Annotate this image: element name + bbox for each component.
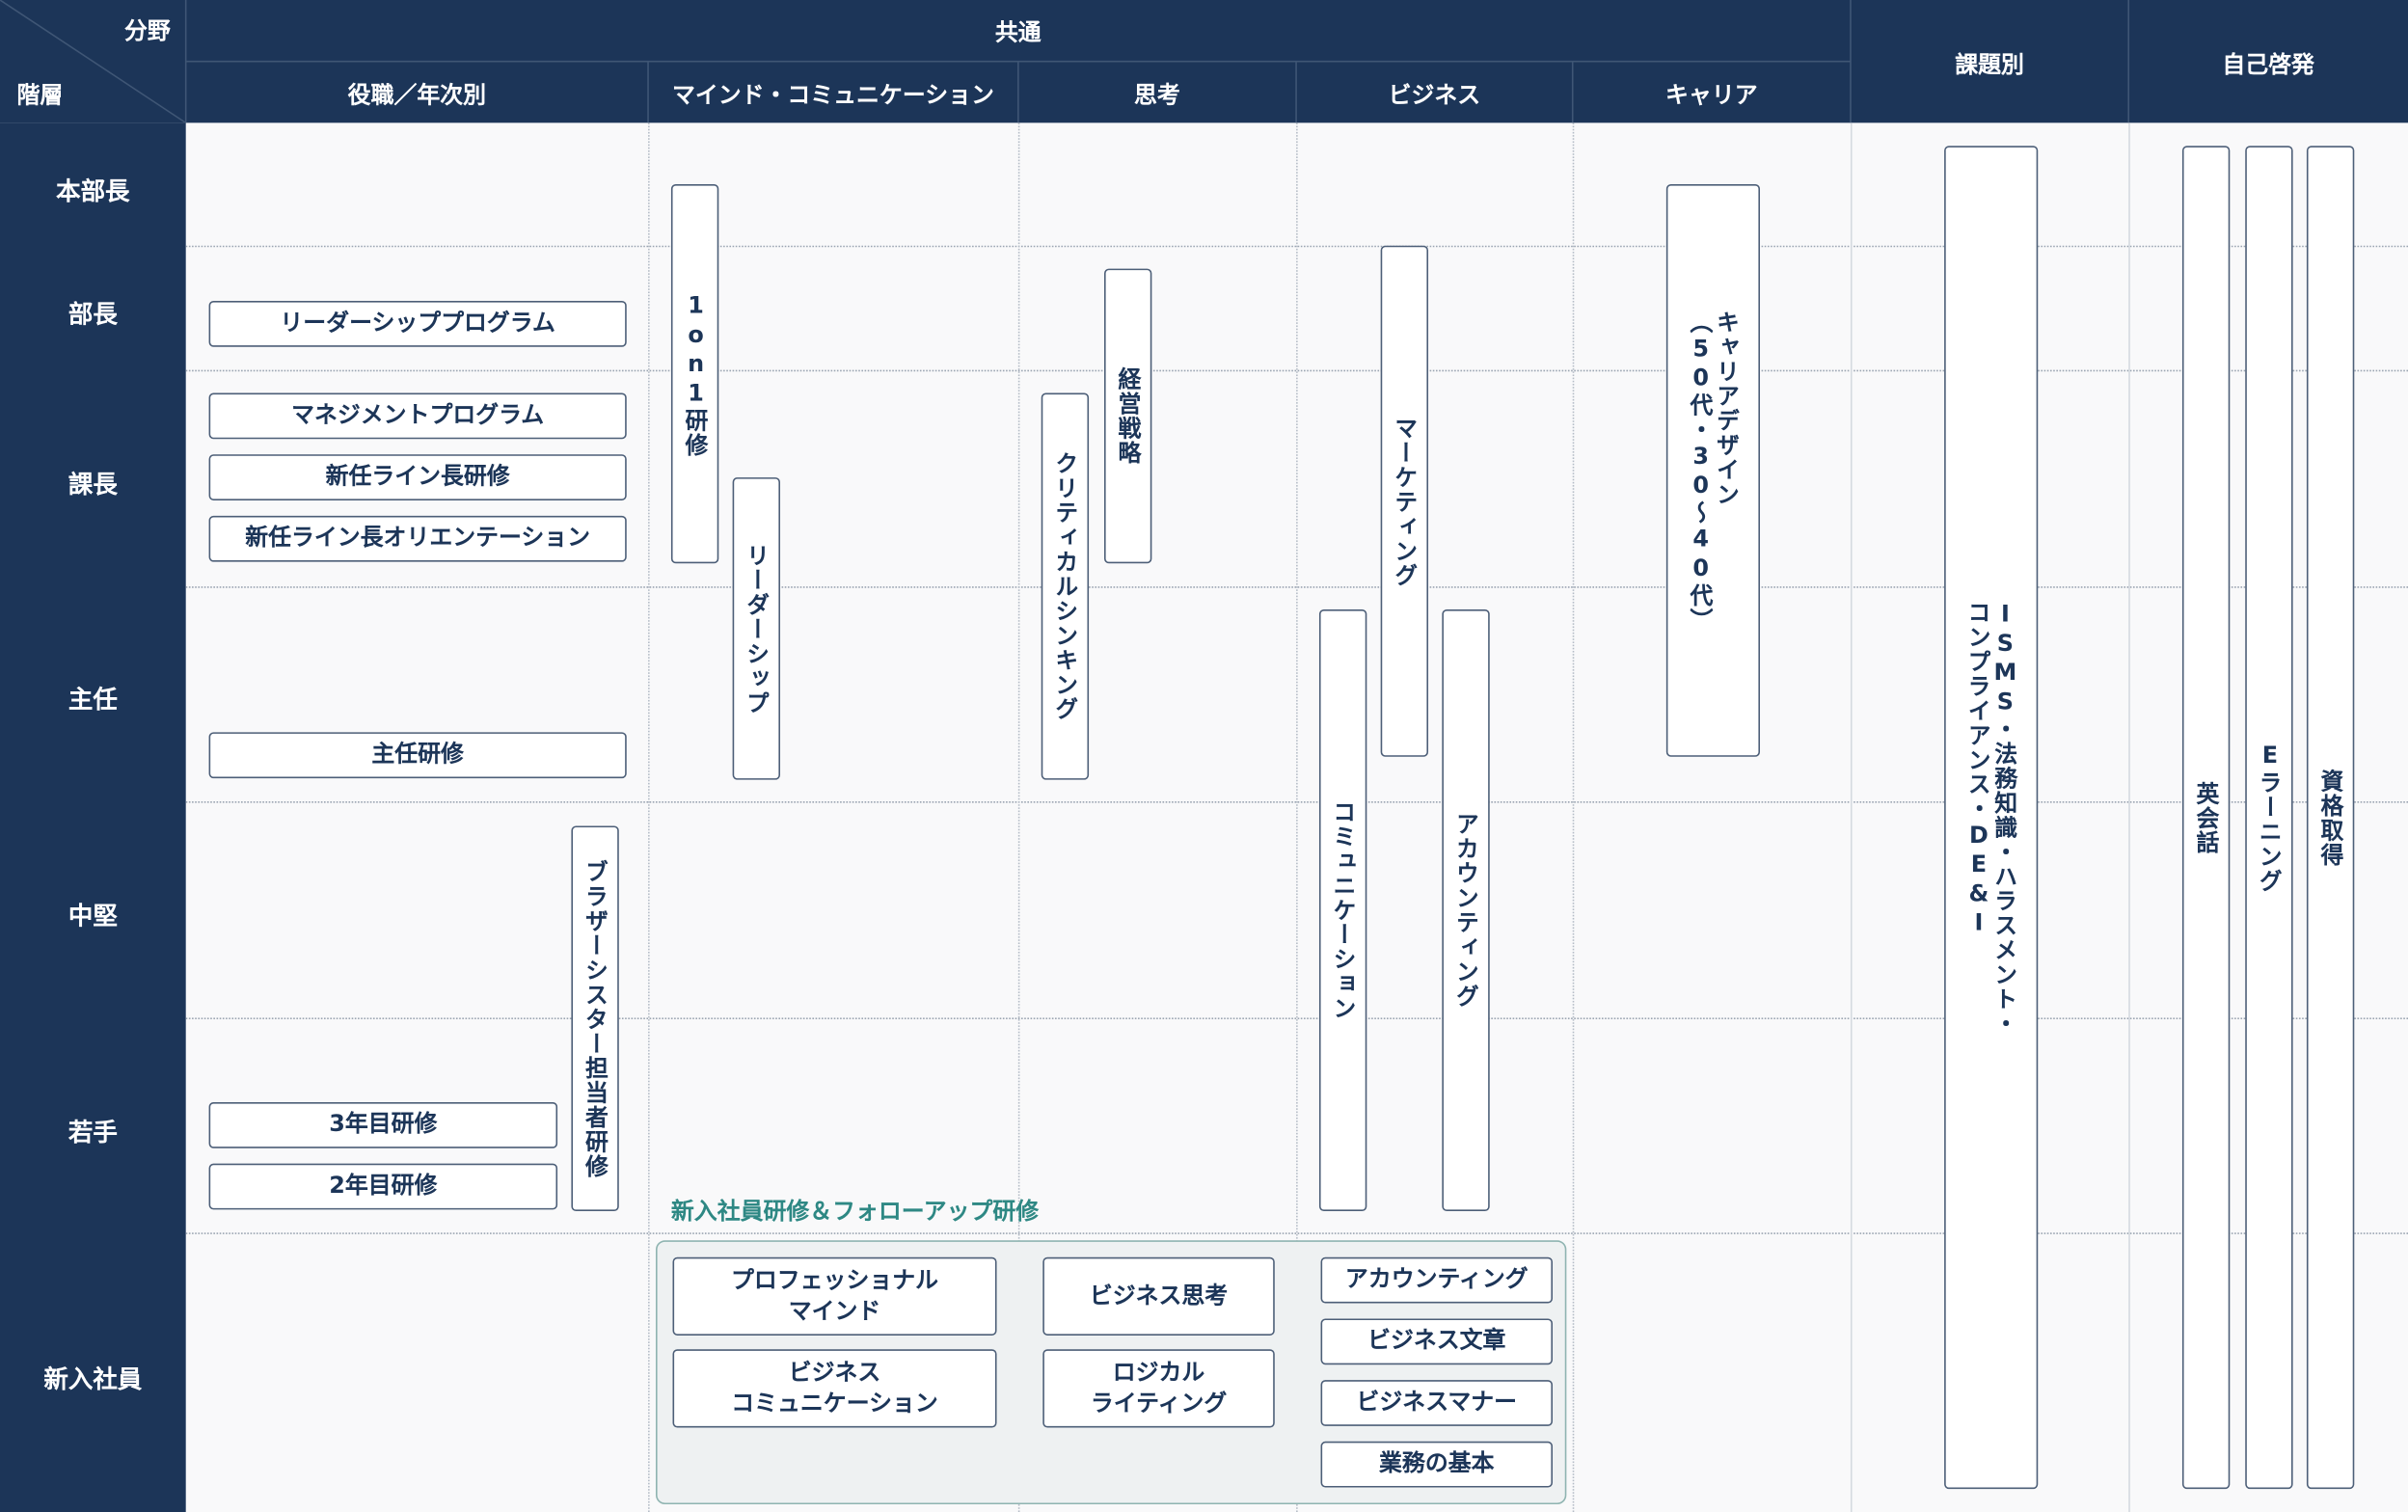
program-1on1[interactable]: 1on1研修 xyxy=(670,184,719,564)
row-label: 主任 xyxy=(68,684,118,715)
program-business-manner[interactable]: ビジネスマナー xyxy=(1320,1380,1554,1426)
col-header-role: 役職／年次別 xyxy=(347,81,487,110)
col-header-career: キャリア xyxy=(1665,81,1758,110)
col-divider xyxy=(1850,122,1853,1512)
program-certification[interactable]: 資格取得 xyxy=(2306,146,2355,1490)
common-header: 共通 xyxy=(994,18,1042,46)
program-work-basics[interactable]: 業務の基本 xyxy=(1320,1441,1554,1488)
col-divider xyxy=(1296,122,1298,1512)
col-header-business: ビジネス xyxy=(1388,81,1481,110)
program-leadership-mind[interactable]: リーダーシップ xyxy=(732,477,780,780)
program-second-year[interactable]: 2年目研修 xyxy=(208,1163,558,1210)
row-label-column xyxy=(0,122,186,1512)
program-mentor[interactable]: ブラザーシスター担当者研修 xyxy=(571,825,619,1212)
program-business-thinking[interactable]: ビジネス思考 xyxy=(1042,1256,1275,1336)
program-new-line-orientation[interactable]: 新任ライン長オリエンテーション xyxy=(208,515,627,562)
program-chief[interactable]: 主任研修 xyxy=(208,732,627,779)
col-header-topics: 課題別 xyxy=(1955,50,2024,79)
program-logical-writing[interactable]: ロジカル ライティング xyxy=(1042,1349,1275,1428)
program-strategy[interactable]: 経営戦略 xyxy=(1104,268,1152,564)
col-divider xyxy=(1572,122,1575,1512)
row-label: 部長 xyxy=(68,299,118,329)
program-management[interactable]: マネジメントプログラム xyxy=(208,392,627,440)
row-label: 本部長 xyxy=(56,176,130,206)
program-new-accounting[interactable]: アカウンティング xyxy=(1320,1256,1554,1304)
field-label: 分野 xyxy=(123,16,171,45)
program-career-design[interactable]: キャリアデザイン （50代・30～40代） xyxy=(1665,184,1761,757)
program-marketing[interactable]: マーケティング xyxy=(1380,245,1429,757)
level-label: 階層 xyxy=(16,81,64,110)
program-english[interactable]: 英会話 xyxy=(2181,146,2231,1490)
row-label: 課長 xyxy=(68,470,118,500)
col-header-mind: マインド・コミュニケーション xyxy=(671,81,994,110)
program-third-year[interactable]: 3年目研修 xyxy=(208,1101,558,1148)
program-leadership[interactable]: リーダーシッププログラム xyxy=(208,301,627,347)
program-business-communication[interactable]: ビジネス コミュニケーション xyxy=(672,1349,997,1428)
row-label: 新入社員 xyxy=(43,1364,143,1394)
program-accounting[interactable]: アカウンティング xyxy=(1442,608,1490,1212)
program-compliance[interactable]: ISMS・法務知識・ハラスメント・ コンプライアンス・DE&I xyxy=(1944,146,2039,1490)
row-label: 中堅 xyxy=(68,901,118,931)
col-header-thinking: 思考 xyxy=(1134,81,1180,110)
new-hire-title: 新入社員研修＆フォローアップ研修 xyxy=(670,1197,1040,1226)
header-diagonal xyxy=(0,0,187,123)
col-divider xyxy=(648,122,650,1512)
row-label: 若手 xyxy=(68,1117,118,1148)
col-divider xyxy=(1017,122,1020,1512)
program-new-line-manager[interactable]: 新任ライン長研修 xyxy=(208,454,627,500)
program-critical-thinking[interactable]: クリティカルシンキング xyxy=(1041,392,1090,780)
program-business-writing[interactable]: ビジネス文章 xyxy=(1320,1318,1554,1365)
program-professional-mind[interactable]: プロフェッショナル マインド xyxy=(672,1256,997,1336)
program-elearning[interactable]: Eラーニング xyxy=(2245,146,2293,1490)
col-header-selfdev: 自己啓発 xyxy=(2222,50,2314,79)
new-hire-group: プロフェッショナル マインド ビジネス コミュニケーション ビジネス思考 ロジカ… xyxy=(655,1240,1567,1505)
program-communication[interactable]: コミュニケーション xyxy=(1318,608,1367,1212)
header-separators xyxy=(0,0,2130,123)
col-divider xyxy=(2128,122,2130,1512)
